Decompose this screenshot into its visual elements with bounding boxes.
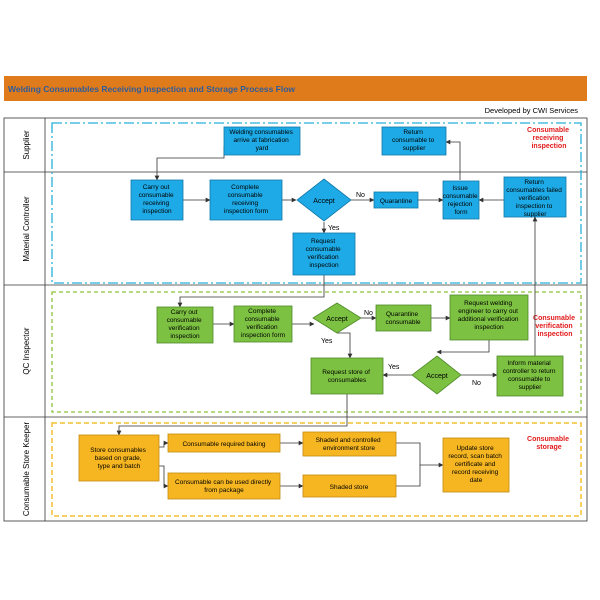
svg-text:Complete consumable: Complete consumable verification inspect…: [241, 308, 285, 339]
edge-label-mc-yes: Yes: [328, 225, 340, 232]
verification-section-region: [51, 291, 582, 413]
svg-text:Shaded store: Shaded store: [330, 484, 369, 491]
edge-label-mc-no: No: [356, 192, 365, 199]
svg-text:Carry out consumable: Carry out consumable verification inspec…: [167, 309, 204, 340]
node-mc-issue-rejection-form: Issue consumable rejection form: [443, 180, 480, 220]
node-update-store-record: Update store record, scan batch certific…: [442, 437, 510, 493]
svg-text:Complete consumable: Complete consumable receiving inspection…: [224, 184, 268, 215]
svg-text:Store consumables based: Store consumables based on grade, type a…: [90, 447, 147, 470]
credit-text: Developed by CWI Services: [485, 106, 579, 115]
svg-text:Request consumable: Request consumable verification inspecti…: [306, 238, 343, 269]
node-qc-inform-material-controller: Inform material controller to return con…: [496, 355, 564, 397]
node-qc-quarantine: Quarantine consumable: [375, 304, 432, 332]
page-title: Welding Consumables Receiving Inspection…: [8, 84, 295, 94]
lane-label-material-controller: Material Controller: [22, 196, 31, 262]
svg-text:Consumable required baking: Consumable required baking: [182, 441, 265, 448]
svg-text:Quarantine: Quarantine: [380, 198, 413, 205]
edge-label-qc2-yes: Yes: [388, 364, 400, 371]
svg-text:Request store of consuma: Request store of consumables: [322, 369, 372, 384]
svg-text:Carry out consumable: Carry out consumable receiving inspectio…: [139, 184, 176, 215]
svg-text:Accept: Accept: [426, 373, 447, 380]
edge-label-qc1-yes: Yes: [321, 338, 333, 345]
node-mc-accept-decision: Accept: [296, 178, 352, 222]
node-shaded-store: Shaded store: [302, 474, 397, 498]
svg-text:Issue consumable r: Issue consumable rejection form: [443, 185, 480, 216]
svg-text:Consumable can be used directl: Consumable can be used directly from pac…: [175, 479, 273, 494]
node-mc-request-verification: Request consumable verification inspecti…: [292, 232, 356, 276]
node-mc-receiving-inspection: Carry out consumable receiving inspectio…: [130, 179, 184, 221]
node-shaded-controlled-store: Shaded and controlled environment store: [302, 431, 397, 457]
svg-text:Inform material controll: Inform material controller to return con…: [503, 360, 558, 391]
node-qc-accept-decision-1: Accept: [312, 302, 362, 334]
node-store-consumables: Store consumables based on grade, type a…: [78, 434, 160, 482]
node-qc-request-store: Request store of consumables: [310, 357, 384, 395]
svg-text:Welding consumables arri: Welding consumables arrive at fabricatio…: [229, 129, 294, 152]
svg-text:Accept: Accept: [313, 198, 334, 205]
section-label-receiving: Consumable receiving inspection: [527, 127, 571, 150]
swimlane-frame: [3, 117, 588, 522]
node-return-to-supplier: Return consumable to supplier: [381, 126, 447, 156]
node-qc-verification-form: Complete consumable verification inspect…: [233, 305, 293, 343]
node-mc-return-failed: Return consumables failed verification i…: [503, 176, 567, 218]
edge-label-qc2-no: No: [472, 380, 481, 387]
receiving-section-region: [51, 122, 582, 284]
section-label-storage: Consumable storage: [527, 436, 571, 451]
node-mc-quarantine: Quarantine: [373, 191, 419, 209]
svg-text:Request welding engineer: Request welding engineer to carry out ad…: [458, 300, 521, 331]
storage-section-region: [51, 422, 582, 517]
node-qc-accept-decision-2: Accept: [411, 355, 462, 395]
svg-text:Update store record, sca: Update store record, scan batch certific…: [448, 445, 503, 484]
section-label-verification: Consumable verification inspection: [533, 315, 577, 338]
svg-text:Quarantine consumable: Quarantine consumable: [385, 311, 420, 326]
svg-text:Return consumables faile: Return consumables failed verification i…: [506, 179, 563, 218]
node-consumables-arrive: Welding consumables arrive at fabricatio…: [223, 126, 301, 156]
lane-label-supplier: Supplier: [22, 130, 31, 160]
node-qc-request-engineer: Request welding engineer to carry out ad…: [449, 294, 529, 341]
svg-text:Accept: Accept: [326, 316, 347, 323]
node-qc-verification-inspection: Carry out consumable verification inspec…: [156, 306, 214, 344]
edge-label-qc1-no: No: [364, 310, 373, 317]
title-bar: [4, 76, 587, 101]
lane-label-store-keeper: Consumable Store Keeper: [22, 422, 31, 517]
svg-text:Shaded and controlled en: Shaded and controlled environment store: [316, 437, 383, 452]
lane-label-qc-inspector: QC Inspector: [22, 327, 31, 374]
svg-text:Return consumable to: Return consumable to supplier: [392, 129, 436, 152]
node-mc-receiving-form: Complete consumable receiving inspection…: [209, 179, 283, 221]
node-required-baking: Consumable required baking: [167, 433, 281, 453]
node-used-directly: Consumable can be used directly from pac…: [167, 472, 281, 500]
